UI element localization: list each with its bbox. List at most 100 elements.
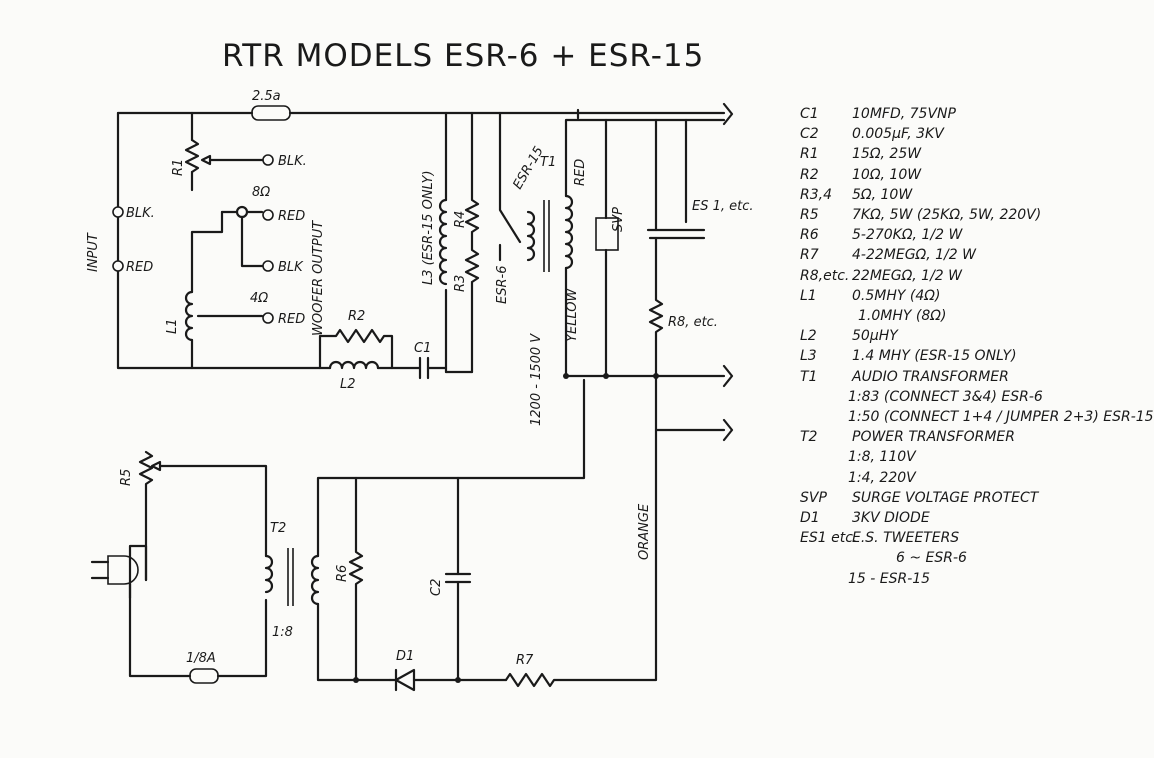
d1-label: D1: [396, 649, 414, 664]
t2-secondary-coil: [310, 554, 320, 606]
woofer-red2-terminal[interactable]: [262, 312, 274, 324]
l2-coil: [328, 360, 380, 370]
part-value: 1:50 (CONNECT 1+4 / JUMPER 2+3) ESR-15: [848, 409, 1154, 426]
parts-list-row: R5 7KΩ, 5W (25KΩ, 5W, 220V): [800, 205, 1130, 225]
parts-list-row: 1:83 (CONNECT 3&4) ESR-6: [800, 387, 1130, 407]
r5-resistor: [138, 450, 154, 582]
l3-label: L3 (ESR-15 ONLY): [421, 170, 436, 285]
r1-label: R1: [171, 159, 186, 176]
woofer-red1-label: RED: [278, 209, 305, 224]
woofer-blk2-terminal[interactable]: [262, 260, 274, 272]
part-ref: R7: [800, 247, 819, 264]
c2-capacitor: [444, 572, 472, 584]
part-value: 1:4, 220V: [848, 469, 916, 486]
part-value: 4-22MEGΩ, 1/2 W: [852, 247, 976, 264]
fuse-bottom-label: 1/8A: [186, 651, 216, 666]
parts-list-row: 1:4, 220V: [800, 468, 1130, 488]
parts-list-row: R8,etc.22MEGΩ, 1/2 W: [800, 266, 1130, 286]
output-arrows: [722, 102, 734, 442]
r8-resistor: [648, 236, 726, 432]
fuse-top-label: 2.5a: [252, 89, 281, 104]
parts-list-row: R2 10Ω, 10W: [800, 165, 1130, 185]
r7-resistor: [504, 428, 658, 688]
t2-label: T2: [270, 521, 286, 536]
input-label: INPUT: [86, 232, 101, 272]
part-value: AUDIO TRANSFORMER: [852, 368, 1009, 385]
woofer-blk1-terminal[interactable]: [262, 154, 274, 166]
r6-resistor: [348, 476, 364, 682]
input-blk-terminal[interactable]: [112, 206, 124, 218]
part-value: 22MEGΩ, 1/2 W: [852, 267, 963, 284]
t1-core: [543, 200, 550, 272]
part-ref: C2: [800, 126, 819, 143]
part-ref: C1: [800, 106, 819, 122]
ac-plug: [107, 555, 139, 585]
parts-list-row: R7 4-22MEGΩ, 1/2 W: [800, 245, 1130, 265]
t1-secondary-coil: [564, 194, 574, 270]
esr6-label: ESR-6: [495, 266, 510, 304]
input-red-label: RED: [126, 260, 153, 275]
parts-list-row: C2 0.005μF, 3KV: [800, 124, 1130, 144]
r1-wiper-arrow: [200, 154, 212, 166]
part-ref: R1: [800, 146, 819, 163]
junction-dot: [653, 373, 659, 379]
ohm8-node: [235, 205, 249, 219]
parts-list-row: C1 10MFD, 75VNP: [800, 104, 1130, 124]
r3-r4-resistors: [464, 111, 480, 374]
part-value: 50μHY: [852, 328, 898, 345]
junction-dot: [603, 373, 609, 379]
r5-wiper-wire: [158, 464, 268, 558]
red-wire-label: RED: [573, 159, 588, 186]
l1-coil: [184, 290, 194, 342]
r5-wiper-arrow: [150, 460, 162, 472]
part-value: 5Ω, 10W: [852, 186, 913, 203]
l1-top-wire: [190, 210, 224, 294]
part-ref: R2: [800, 166, 819, 183]
part-ref: R5: [800, 207, 819, 224]
part-value: 7KΩ, 5W (25KΩ, 5W, 220V): [852, 207, 1042, 224]
diagram-title: RTR MODELS ESR-6 + ESR-15: [222, 38, 704, 74]
parts-list-row: ES1 etc.E.S. TWEETERS: [800, 528, 1130, 548]
part-value: 0.005μF, 3KV: [852, 126, 944, 143]
part-value: 1:8, 110V: [848, 449, 916, 466]
r3-label: R3: [453, 275, 468, 292]
parts-list-row: 6 ~ ESR-6: [800, 548, 1130, 568]
orange-wire-label: ORANGE: [637, 503, 652, 560]
part-value: 10Ω, 10W: [852, 166, 922, 183]
r5-label: R5: [119, 469, 134, 486]
part-value: 1.0MHY (8Ω): [858, 308, 947, 325]
part-ref: L3: [800, 348, 817, 365]
r6-label: R6: [335, 565, 350, 582]
part-value: 15 - ESR-15: [848, 570, 931, 587]
esr-link-wire: [498, 111, 522, 262]
part-value: SURGE VOLTAGE PROTECT: [852, 489, 1039, 506]
t1-red-wire: [564, 108, 726, 198]
input-red-terminal[interactable]: [112, 260, 124, 272]
woofer-red1-terminal[interactable]: [262, 209, 274, 221]
woofer-blk2-label: BLK: [278, 260, 304, 275]
part-value: POWER TRANSFORMER: [852, 429, 1015, 446]
c1-capacitor: [418, 356, 430, 380]
part-ref: D1: [800, 510, 820, 527]
r2-resistor: [318, 328, 394, 370]
parts-list-row: 1.0MHY (8Ω): [800, 306, 1130, 326]
part-value: 1.4 MHY (ESR-15 ONLY): [852, 348, 1017, 365]
part-ref: R3,4: [800, 186, 832, 203]
r1-resistor: [184, 138, 200, 174]
l2-label: L2: [340, 377, 356, 392]
ohm4-label: 4Ω: [250, 291, 268, 306]
c2-label: C2: [429, 579, 444, 596]
part-ref: R6: [800, 227, 819, 244]
t2-top-wire: [316, 378, 586, 558]
t2-bottom-wire: [316, 602, 392, 682]
part-value: 10MFD, 75VNP: [852, 106, 956, 122]
l3-coil: [438, 198, 448, 286]
es1-plates: [646, 228, 706, 240]
parts-list-row: 15 - ESR-15: [800, 569, 1130, 589]
es1-label: ES 1, etc.: [692, 199, 754, 214]
